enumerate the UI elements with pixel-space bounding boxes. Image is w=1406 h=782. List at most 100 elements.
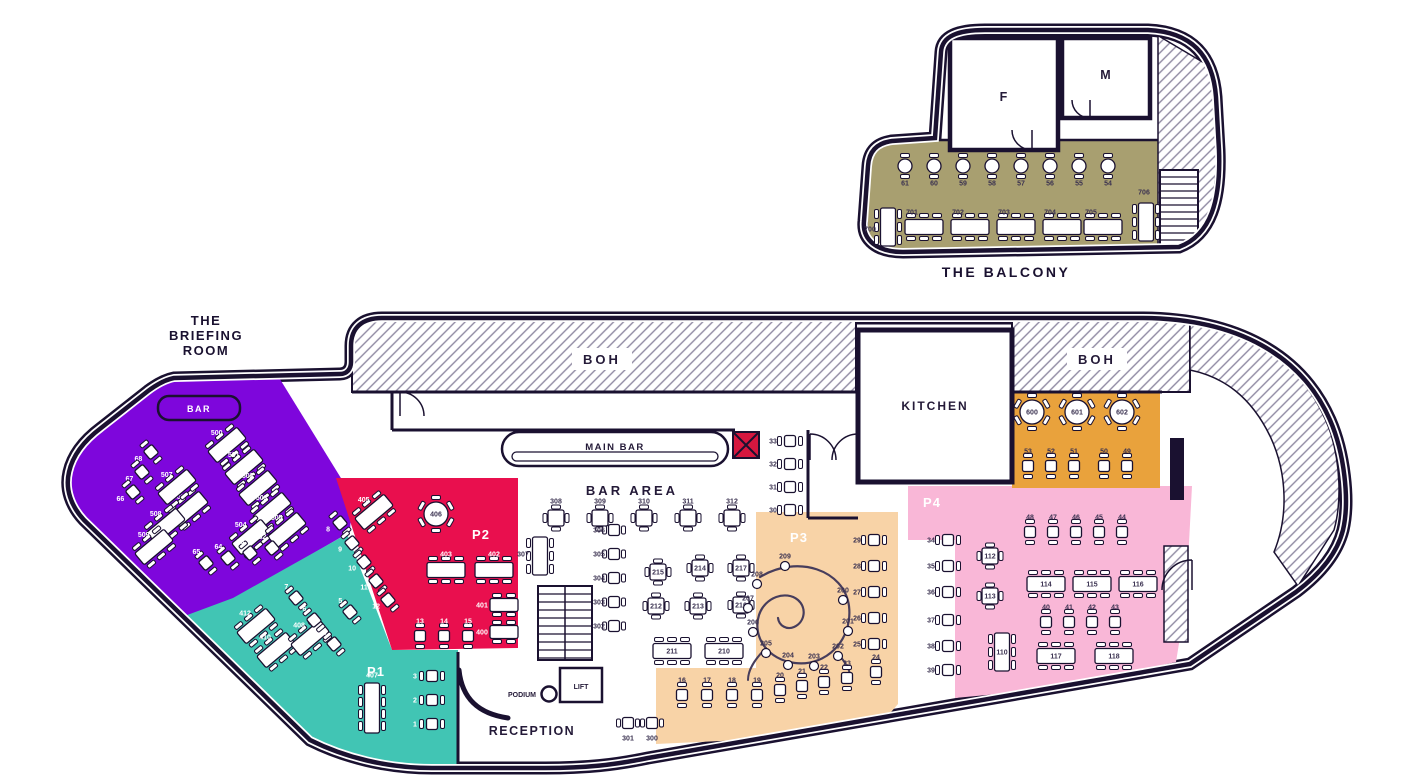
table-number: 28	[853, 563, 861, 570]
table-number: 27	[853, 589, 861, 596]
table-number: 200	[837, 587, 849, 594]
table-number: 65	[192, 549, 200, 556]
table-number: 51	[1070, 448, 1078, 455]
kitchen-room	[855, 327, 1015, 485]
table-700	[874, 207, 902, 247]
table-305	[602, 547, 626, 561]
table-64	[216, 545, 240, 571]
labels-layer: THE BRIEFING ROOM THE BALCONY BOH BOH KI…	[169, 68, 1113, 738]
table-number: 11	[360, 584, 368, 591]
label-main-bar: MAIN BAR	[585, 442, 645, 453]
table-number: 400	[476, 629, 488, 636]
table-2	[419, 693, 445, 707]
table-number: 117	[1050, 653, 1061, 660]
table-117	[1036, 642, 1076, 670]
table-706	[1132, 202, 1160, 242]
briefing-bar-counter	[156, 394, 242, 422]
table-505	[265, 508, 309, 552]
table-39	[935, 663, 961, 677]
table-number: 503	[256, 495, 268, 502]
table-406	[417, 495, 455, 533]
table-114	[1026, 570, 1066, 598]
door-arc-corridor	[399, 391, 425, 417]
table-number: 63	[236, 539, 244, 546]
table-number: 402	[488, 551, 500, 558]
table-number: 1	[413, 721, 417, 728]
table-602	[1103, 393, 1141, 431]
table-37	[935, 613, 961, 627]
label-bar-area: BAR AREA	[586, 483, 678, 498]
table-705	[1083, 213, 1123, 241]
table-43	[1108, 609, 1122, 635]
table-208	[751, 578, 763, 590]
table-65	[194, 550, 218, 576]
table-31	[777, 480, 803, 494]
table-number: 58	[988, 180, 996, 187]
table-311	[674, 504, 702, 532]
table-number: 55	[1075, 180, 1083, 187]
label-briefing-bar: BAR	[187, 404, 211, 414]
label-kitchen: KITCHEN	[901, 399, 968, 413]
table-number: 43	[1111, 604, 1119, 611]
door-arc-f	[1011, 129, 1033, 151]
table-number: 216	[735, 602, 747, 609]
table-number: 52	[1047, 448, 1055, 455]
table-34	[935, 533, 961, 547]
table-410	[254, 628, 298, 672]
table-number: 504	[235, 522, 247, 529]
table-50	[1097, 453, 1111, 479]
table-29	[861, 533, 887, 547]
table-number: 45	[1095, 514, 1103, 521]
table-36	[935, 585, 961, 599]
boh-left-label-bg	[572, 348, 632, 370]
table-53	[1021, 453, 1035, 479]
table-number: 702	[952, 209, 964, 216]
table-number: 410	[259, 634, 271, 641]
table-number: 304	[593, 575, 605, 582]
p4-hatch-column	[1163, 545, 1189, 643]
label-lift: LIFT	[574, 684, 589, 691]
table-number: 10	[348, 565, 356, 572]
table-number: 40	[1042, 604, 1050, 611]
table-number: 39	[927, 667, 935, 674]
table-number: 206	[747, 619, 759, 626]
table-402	[474, 556, 514, 584]
table-number: 37	[927, 617, 935, 624]
table-number: 15	[464, 618, 472, 625]
table-47	[1046, 519, 1060, 545]
table-number: 408	[293, 622, 305, 629]
table-number: 48	[1026, 514, 1034, 521]
table-701	[904, 213, 944, 241]
table-number: 41	[1065, 604, 1073, 611]
table-number: 35	[927, 563, 935, 570]
table-301	[616, 716, 640, 730]
table-6	[302, 607, 326, 633]
table-number: 309	[594, 498, 606, 505]
table-407	[358, 682, 386, 734]
table-number: 8	[326, 526, 330, 533]
table-number: 50	[1100, 448, 1108, 455]
table-116	[1118, 570, 1158, 598]
label-zone-p2: P2	[472, 527, 490, 542]
table-number: 47	[1049, 514, 1057, 521]
table-207	[742, 602, 754, 614]
table-18	[725, 682, 739, 708]
table-19	[750, 682, 764, 708]
reception-desk	[456, 667, 511, 721]
table-number: 64	[214, 544, 222, 551]
table-number: 14	[440, 618, 448, 625]
table-number: 210	[718, 648, 730, 655]
table-number: 311	[682, 498, 693, 505]
table-405	[352, 490, 396, 534]
table-number: 207	[742, 595, 754, 602]
table-45	[1092, 519, 1106, 545]
table-number: 17	[703, 677, 711, 684]
table-number: 34	[927, 537, 935, 544]
table-number: 302	[593, 623, 605, 630]
wall-block	[1170, 438, 1184, 500]
table-23	[840, 665, 854, 691]
